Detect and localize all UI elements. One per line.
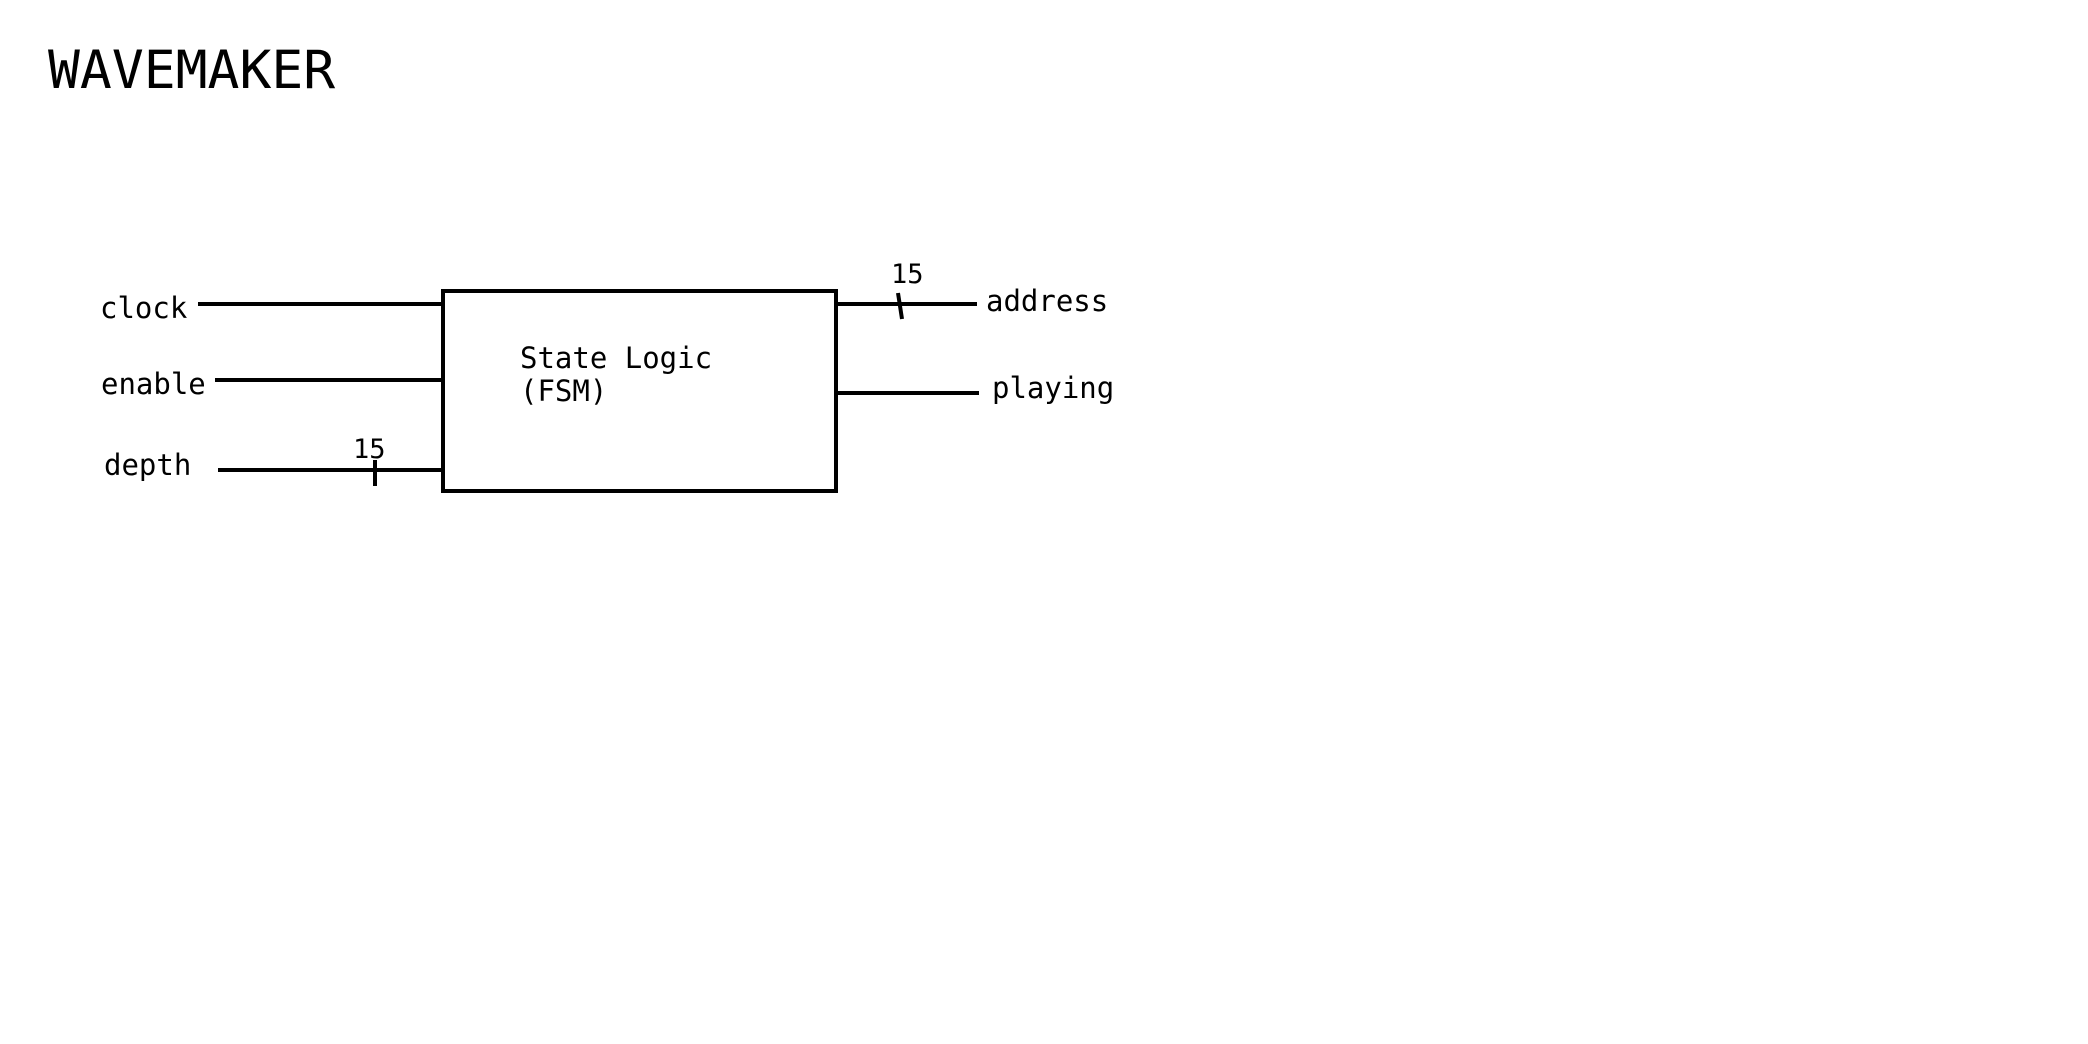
block-label-line-1: State Logic [520, 341, 712, 375]
state-logic-block [441, 289, 838, 493]
output-label-playing: playing [992, 371, 1114, 405]
output-label-address: address [986, 284, 1108, 318]
diagram-title: WAVEMAKER [48, 40, 335, 101]
input-label-depth: depth [104, 448, 191, 482]
input-bus-width-depth: 15 [353, 434, 386, 465]
output-bus-width-address: 15 [891, 259, 924, 290]
output-bus-tick-address [896, 292, 904, 320]
input-label-enable: enable [101, 367, 206, 401]
block-label-line-2: (FSM) [520, 374, 607, 408]
input-label-clock: clock [100, 291, 188, 325]
